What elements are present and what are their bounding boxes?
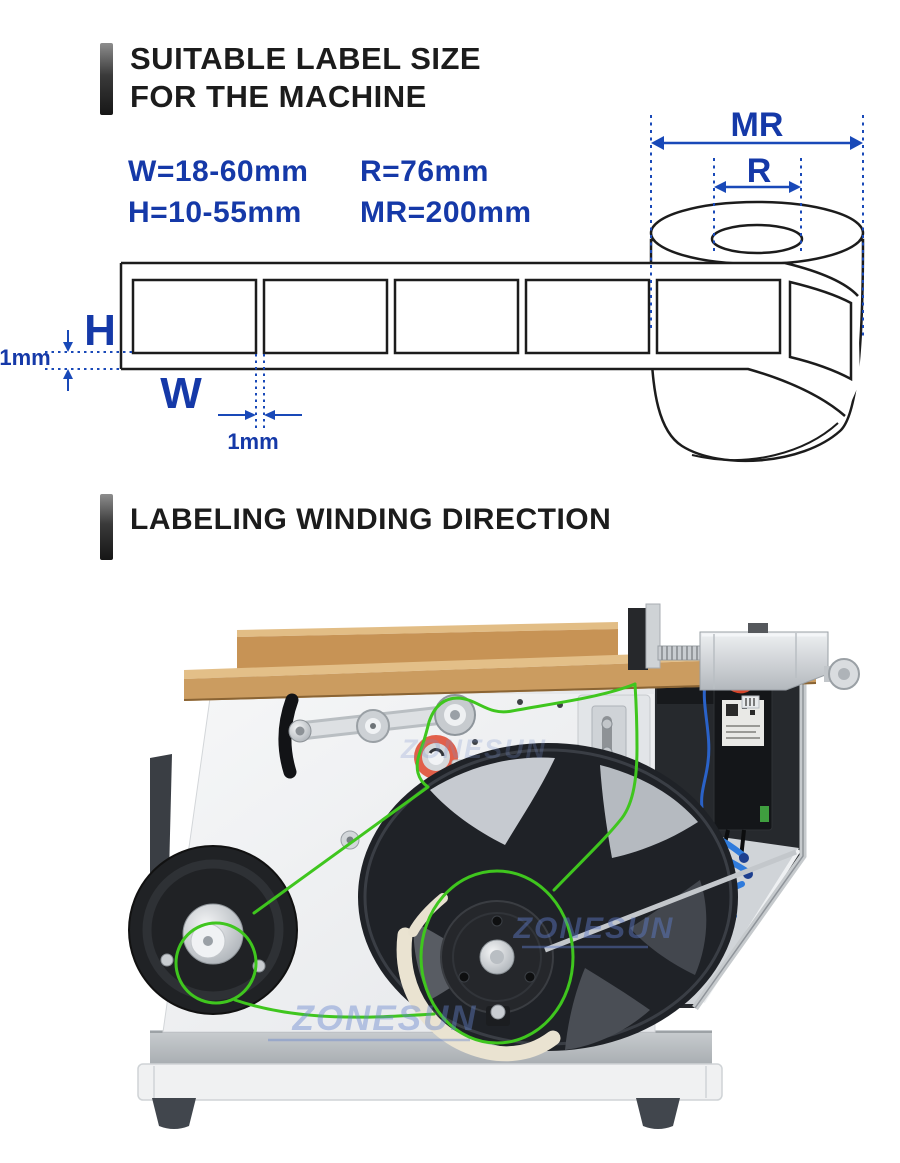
wheel-cutout <box>565 968 650 1050</box>
label-paper-roll <box>396 927 561 1062</box>
section1-title-line1: SUITABLE LABEL SIZE <box>130 41 482 76</box>
label-strip-drawing <box>119 261 860 417</box>
clamp-silver-plate <box>645 603 661 669</box>
bracket-screw <box>601 718 613 730</box>
spec-radius: R=76mm <box>360 155 489 188</box>
edge-gap-label: 1mm <box>0 345 51 370</box>
h-dimension <box>45 330 133 391</box>
wheel-cutout <box>630 880 707 975</box>
wheel-cutout <box>430 757 555 845</box>
hub-screw <box>458 971 470 983</box>
label-blank <box>524 278 651 355</box>
strip-top-edge <box>121 261 859 297</box>
wheel-cutout <box>600 765 698 858</box>
path-loop-rewind <box>419 869 575 1045</box>
spec-max-radius: MR=200mm <box>360 196 532 229</box>
label-blank <box>393 278 520 355</box>
labeling-machine-photo: ZONESUN ZONESUN ZONESUN <box>128 603 860 1129</box>
label-blank-curved <box>788 280 853 382</box>
unwind-disc <box>128 845 298 1015</box>
panel-hole <box>517 699 523 705</box>
bottle-clamp-assembly <box>628 603 860 691</box>
watermark: ZONESUN <box>400 734 547 764</box>
rewind-wheel <box>358 743 738 1062</box>
hub-screw <box>524 971 536 983</box>
machine-base <box>137 1030 723 1129</box>
label-size-diagram: ZONESUN ZONESUN ZONESUN ZONESUN <box>0 106 865 463</box>
section1-title-line2: FOR THE MACHINE <box>130 79 427 114</box>
section2-accent-bar <box>100 494 113 560</box>
spec-width: W=18-60mm <box>128 155 309 188</box>
dimension-annotations: MR R H 1mm <box>0 106 864 454</box>
support-rod <box>544 849 797 953</box>
green-winding-path <box>174 682 639 1045</box>
base-front-face <box>137 1063 723 1101</box>
h-dimension-label: H <box>84 306 116 355</box>
section1-accent-bar <box>100 43 113 115</box>
labels-row <box>131 278 853 382</box>
clamp-slide-block <box>699 631 829 691</box>
r-dimension <box>713 158 802 252</box>
clamp-top-tab <box>748 623 768 633</box>
section2-title: LABELING WINDING DIRECTION <box>130 503 612 536</box>
path-loop-unwind <box>174 921 258 1005</box>
clamp-black-plate <box>628 608 648 670</box>
label-blank <box>131 278 258 355</box>
watermark: ZONESUN <box>513 912 675 945</box>
adjustment-arc-slot <box>278 693 299 779</box>
r-dimension-label: R <box>747 152 772 190</box>
roll-inner-wall-line <box>691 422 839 461</box>
hub-screw <box>491 915 503 927</box>
strip-bottom-edge <box>121 367 846 417</box>
label-blank <box>655 278 782 355</box>
section1-title: SUITABLE LABEL SIZE FOR THE MACHINE <box>130 40 481 116</box>
w-dimension <box>218 354 302 432</box>
panel-hole <box>472 739 478 745</box>
watermark-group-photo: ZONESUN ZONESUN ZONESUN <box>268 734 675 1042</box>
back-rail-top <box>237 622 618 637</box>
w-dimension-label: W <box>160 369 202 418</box>
spec-height: H=10-55mm <box>128 196 302 229</box>
disc-screw <box>160 953 174 967</box>
machine-foot <box>636 1098 680 1129</box>
machine-foot <box>152 1098 196 1129</box>
mr-dimension <box>650 115 864 338</box>
label-gap-label: 1mm <box>227 429 278 454</box>
psu-terminal-green <box>760 806 769 822</box>
mr-dimension-label: MR <box>731 106 784 144</box>
label-blank <box>262 278 389 355</box>
roll-core-hole <box>710 223 804 255</box>
watermark: ZONESUN <box>291 999 477 1038</box>
